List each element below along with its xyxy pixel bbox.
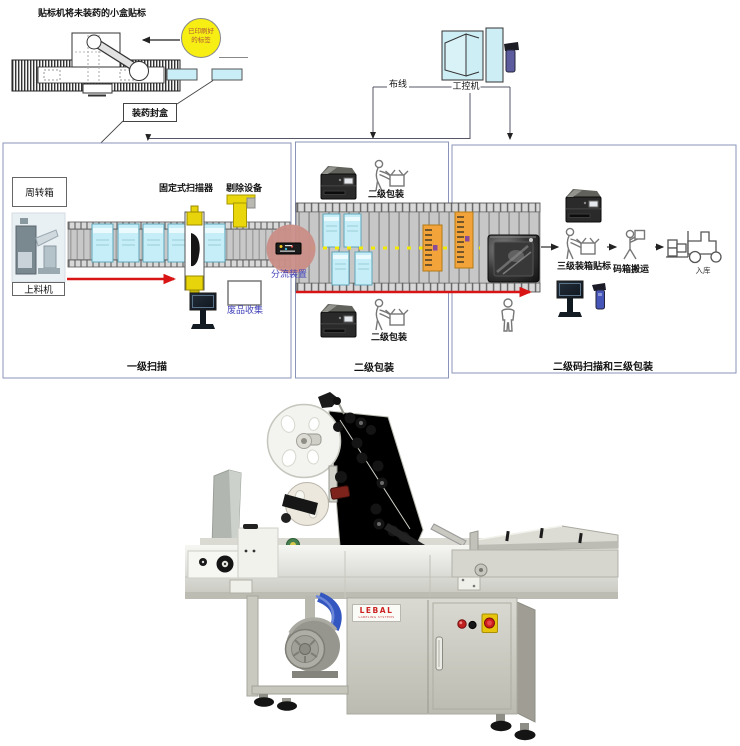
turnover-box-label: 周转箱 <box>12 177 67 207</box>
power-button <box>468 620 477 630</box>
sticker-note-line1: 已印刷好 <box>188 27 214 35</box>
diverter-device <box>266 224 316 274</box>
waste-label: 废品收集 <box>226 306 264 316</box>
label-reel <box>266 403 342 479</box>
brand-plate: LEBAL LABELING SYSTEMS <box>352 604 401 622</box>
machine-feet <box>254 694 536 741</box>
fill-seal-box-label: 装药封盒 <box>123 103 177 122</box>
wiring-label: 布线 <box>386 80 410 91</box>
cartons-on-conveyor2 <box>322 213 373 286</box>
pack2-bottom-label: 二级包装 <box>370 333 408 343</box>
waste-bin <box>227 280 262 306</box>
empty-cartons <box>166 68 243 81</box>
wiring-lines <box>145 86 513 141</box>
left-feed-unit <box>187 524 279 579</box>
palletizing-label: 码箱搬运 <box>612 265 650 275</box>
labeler-arm <box>71 32 149 97</box>
frame-and-motor <box>246 592 349 697</box>
label-printer-top <box>320 165 357 200</box>
feeder-label: 上料机 <box>12 282 65 296</box>
brand-subtitle: LABELING SYSTEMS <box>358 615 395 619</box>
pilot-light <box>457 619 467 629</box>
feeder-machine-image <box>11 212 66 283</box>
empty-box-labeling-diagram <box>11 18 248 175</box>
diverter-label: 分流装置 <box>270 270 308 280</box>
sticker-note-line2: 的标签 <box>191 36 211 44</box>
exit-tray <box>451 525 619 578</box>
operator-person <box>501 298 515 332</box>
brand-name: LEBAL <box>359 606 394 615</box>
ipc-label: 工控机 <box>451 82 481 93</box>
backing-paper-disc <box>281 482 329 526</box>
fixed-scanner <box>184 205 205 297</box>
pack2-panel <box>295 159 541 338</box>
pack2-top-label: 二级包装 <box>367 190 405 200</box>
top-bracket <box>318 392 339 408</box>
case-labeling-label: 三级装箱贴标 <box>556 262 612 272</box>
pack3-caption: 二级码扫描和三级包装 <box>553 362 653 373</box>
labeler-caption: 贴标机将未装药的小盒贴标 <box>38 9 147 19</box>
scan1-caption: 一级扫描 <box>127 362 167 373</box>
pack2-caption: 二级包装 <box>354 363 394 374</box>
camera-scanner-cube <box>487 234 540 283</box>
pack3-panel <box>501 188 722 332</box>
cartons-on-conveyor1 <box>91 223 226 263</box>
scan1-panel <box>11 194 291 330</box>
printed-labels-note <box>141 18 248 58</box>
warehouse-label: 入库 <box>695 266 711 275</box>
rejector-label: 剔除设备 <box>225 184 263 194</box>
handheld-scanner-icon <box>504 42 519 73</box>
industrial-pc <box>441 27 519 83</box>
barcoded-cases <box>422 211 474 272</box>
fixed-scanner-label: 固定式扫描器 <box>158 184 214 194</box>
label-printer-bottom <box>320 303 357 338</box>
forklift <box>666 231 722 264</box>
case-label-printer <box>565 188 602 223</box>
labeling-machine-photo <box>185 392 619 741</box>
reject-device <box>226 194 256 228</box>
